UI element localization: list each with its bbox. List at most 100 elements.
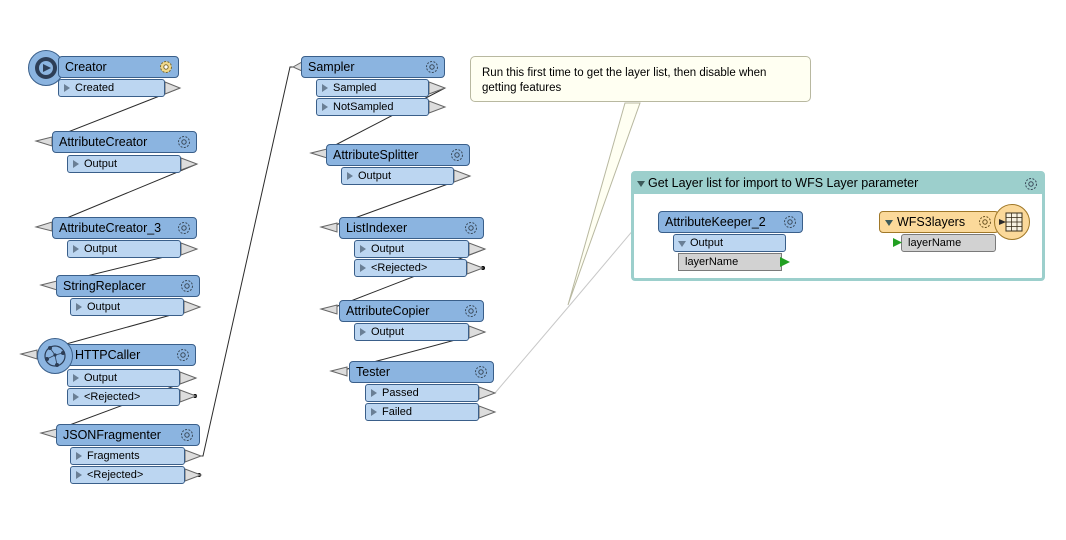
rejected-port[interactable]: <Rejected> [354,259,467,277]
gear-icon[interactable] [158,59,174,75]
collapse-icon[interactable] [637,181,645,187]
httpcaller-transformer[interactable]: HTTPCaller [52,344,196,366]
port-label: <Rejected> [87,469,144,481]
port-label: Output [371,243,405,255]
transformer-name: AttributeSplitter [333,148,419,162]
input-arrow-icon [34,221,53,232]
transformer-name: AttributeCopier [346,304,430,318]
gear-icon[interactable] [179,427,195,443]
listindexer-transformer[interactable]: ListIndexer [339,217,484,239]
gear-icon[interactable] [473,364,489,380]
gear-icon[interactable] [176,134,192,150]
writer-attribute-row: layerName [901,234,996,252]
output-port[interactable]: Output [673,234,786,252]
triangle-port-icon [360,264,366,272]
output-arrow-icon [478,405,497,419]
writer-input-arrow-icon [893,238,902,247]
transformer-name: HTTPCaller [75,348,141,362]
output-port[interactable]: Created [58,79,165,97]
gear-icon[interactable] [175,347,191,363]
output-port[interactable]: Fragments [70,447,185,465]
passed-port[interactable]: Passed [365,384,479,402]
attributecreator-transformer[interactable]: AttributeCreator [52,131,197,153]
output-port[interactable]: Output [67,369,180,387]
rejected-dot [193,394,197,398]
transformer-name: ListIndexer [346,221,408,235]
triangle-port-icon [73,393,79,401]
triangle-port-icon [360,328,366,336]
annotation-note[interactable]: Run this first time to get the layer lis… [470,56,811,102]
stringreplacer-transformer[interactable]: StringReplacer [56,275,200,297]
triangle-port-icon [64,84,70,92]
triangle-port-icon [322,103,328,111]
output-port[interactable]: Output [354,323,469,341]
input-arrow-icon [309,148,328,159]
attributesplitter-transformer[interactable]: AttributeSplitter [326,144,470,166]
port-label: Output [84,158,118,170]
tester-transformer[interactable]: Tester [349,361,494,383]
gear-icon[interactable] [463,220,479,236]
port-label: <Rejected> [371,262,428,274]
gear-icon[interactable] [782,214,798,230]
output-port[interactable]: Output [67,155,181,173]
note-pointer [567,102,641,306]
input-arrow-icon [319,304,338,315]
transformer-name: JSONFragmenter [63,428,161,442]
gear-icon[interactable] [977,214,993,230]
port-label: Created [75,82,115,94]
port-label: Output [358,170,392,182]
input-arrow-icon [34,136,53,147]
attribute-name: layerName [685,256,739,268]
output-port[interactable]: Output [341,167,454,185]
output-port[interactable]: Sampled [316,79,429,97]
gear-icon[interactable] [463,303,479,319]
transformer-name: AttributeCreator_3 [59,221,162,235]
gear-icon[interactable] [424,59,440,75]
triangle-port-icon [76,303,82,311]
port-label: Passed [382,387,419,399]
port-label: Sampled [333,82,377,94]
wfs3layers-writer[interactable]: WFS3layers [879,211,999,233]
creator-transformer[interactable]: Creator [58,56,179,78]
transformer-name: Creator [65,60,107,74]
output-arrow-icon [184,449,203,463]
bookmark-header[interactable]: Get Layer list for import to WFS Layer p… [634,174,1042,194]
wire-jsonfragmenter-to-sampler [197,66,300,457]
attribute-row: layerName [678,253,782,271]
failed-port[interactable]: Failed [365,403,479,421]
output-arrow-icon [428,81,447,95]
rejected-port[interactable]: <Rejected> [70,466,185,484]
transformer-name: AttributeCreator [59,135,148,149]
input-arrow-icon [319,222,338,233]
attributekeeper2-transformer[interactable]: AttributeKeeper_2 [658,211,803,233]
expand-port-icon[interactable] [678,241,686,247]
gear-icon[interactable] [449,147,465,163]
attributecopier-transformer[interactable]: AttributeCopier [339,300,484,322]
input-arrow-icon [39,280,58,291]
output-port[interactable]: Output [354,240,469,258]
rejected-port[interactable]: <Rejected> [67,388,180,406]
output-arrow-icon [468,242,487,256]
port-label: Output [84,243,118,255]
sampler-transformer[interactable]: Sampler [301,56,445,78]
output-port[interactable]: Output [67,240,181,258]
gear-icon[interactable] [179,278,195,294]
gear-icon[interactable] [176,220,192,236]
attributecreator3-transformer[interactable]: AttributeCreator_3 [52,217,197,239]
triangle-port-icon [371,408,377,416]
http-network-icon [37,338,73,374]
port-label: Fragments [87,450,140,462]
triangle-port-icon [360,245,366,253]
rejected-dot [481,266,485,270]
output-port[interactable]: Output [70,298,184,316]
output-arrow-icon [184,468,203,482]
gear-icon[interactable] [1023,176,1039,192]
triangle-port-icon [76,452,82,460]
transformer-name: StringReplacer [63,279,146,293]
output-port[interactable]: NotSampled [316,98,429,116]
rejected-dot [197,473,201,477]
collapse-icon[interactable] [885,220,893,226]
jsonfragmenter-transformer[interactable]: JSONFragmenter [56,424,200,446]
transformer-name: Sampler [308,60,355,74]
port-label: Output [371,326,405,338]
